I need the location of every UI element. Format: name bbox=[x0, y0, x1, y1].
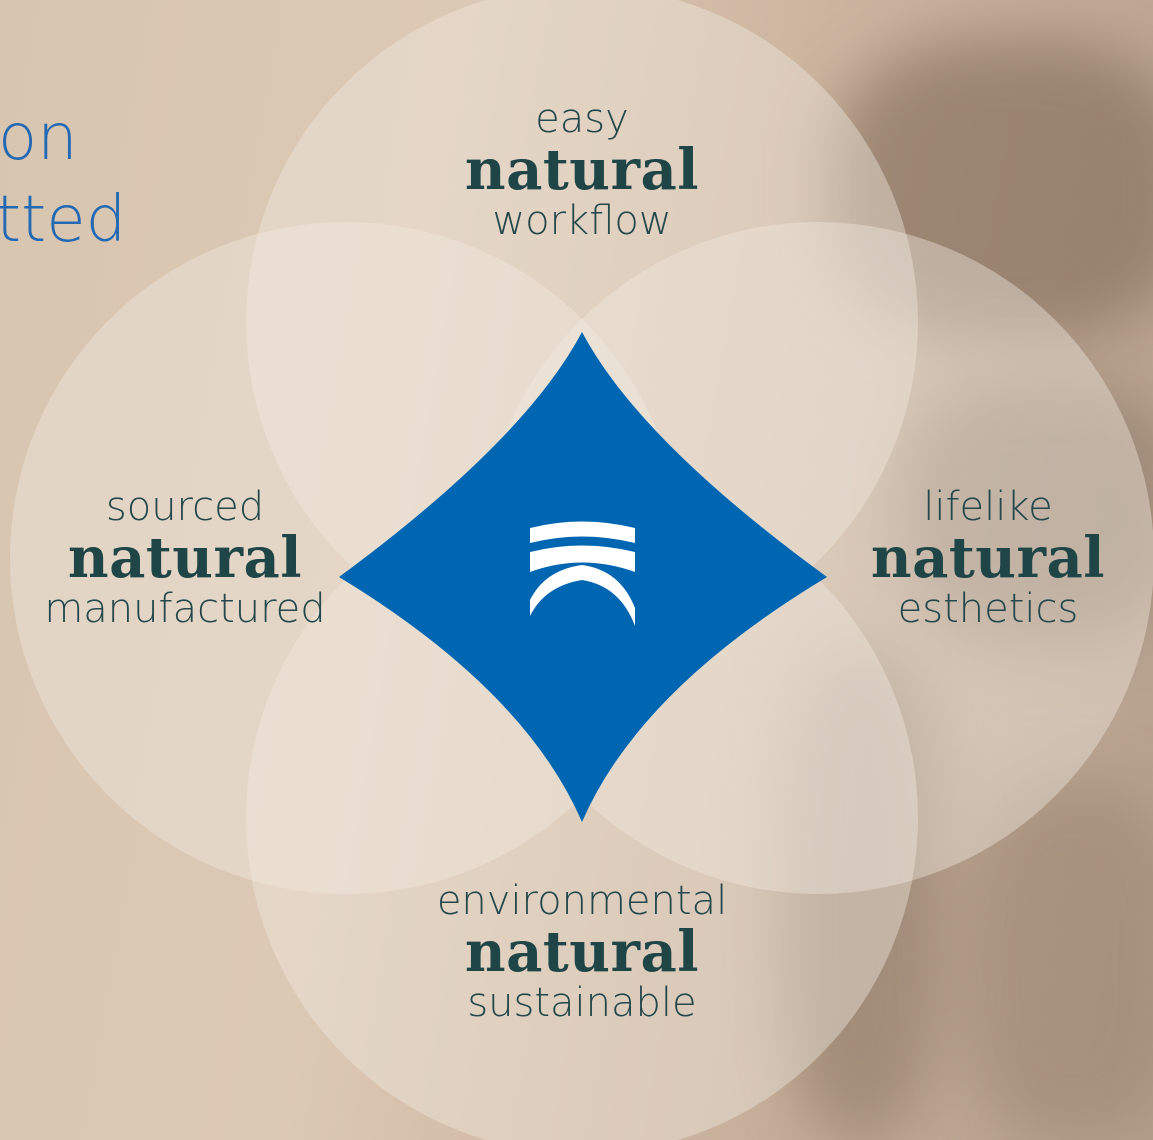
plant-shadow-middle bbox=[900, 380, 1153, 640]
petal-label-right: lifelike natural esthetics bbox=[838, 484, 1138, 632]
stacked-arcs-logo-icon bbox=[530, 521, 635, 626]
bottom-label-above: environmental bbox=[436, 878, 728, 924]
right-label-above: lifelike bbox=[923, 484, 1053, 530]
plant-shadow-stem bbox=[780, 650, 940, 1140]
petal-label-bottom: environmental natural sustainable bbox=[402, 878, 762, 1026]
top-label-above: easy bbox=[535, 96, 629, 142]
left-label-above: sourced bbox=[105, 484, 265, 530]
left-label-main: natural bbox=[67, 525, 303, 591]
right-label-main: natural bbox=[870, 525, 1106, 591]
petal-label-left: sourced natural manufactured bbox=[20, 484, 350, 632]
bottom-label-below: sustainable bbox=[467, 980, 697, 1026]
background-text-line-2: tted bbox=[0, 183, 127, 257]
plant-shadow-lower bbox=[960, 780, 1153, 1140]
plant-shadow-upper bbox=[830, 40, 1153, 340]
top-label-main: natural bbox=[464, 137, 700, 203]
bottom-label-main: natural bbox=[464, 919, 700, 985]
right-label-below: esthetics bbox=[897, 586, 1079, 632]
petal-label-top: easy natural workflow bbox=[432, 96, 732, 244]
left-label-below: manufactured bbox=[44, 586, 326, 632]
top-label-below: workflow bbox=[492, 198, 672, 244]
background-text-line-1: on bbox=[0, 101, 78, 175]
